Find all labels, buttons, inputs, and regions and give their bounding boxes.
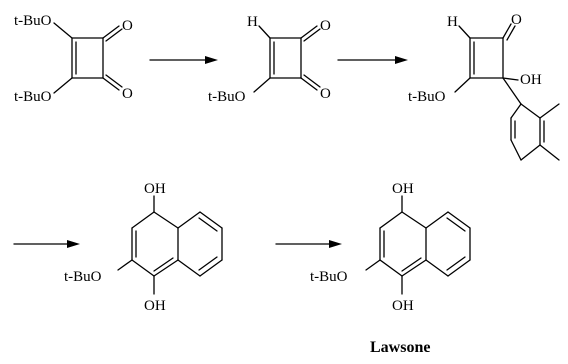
compound-squarate: t-BuO t-BuO O O: [14, 13, 133, 105]
naphthalenediol-oh-bottom-label: OH: [144, 298, 166, 314]
compound-lawsone: OH OH t-BuO Lawsone: [310, 181, 471, 356]
dione-oxo-top-label: O: [320, 18, 331, 34]
lawsone-caption: Lawsone: [370, 339, 430, 356]
cyclobutenone-hydrogen-label: H: [447, 14, 458, 30]
dione-tbuo-label: t-BuO: [208, 89, 246, 105]
compound-squarate-bonds: [53, 22, 123, 94]
reaction-arrow-2: [337, 56, 408, 64]
dione-hydrogen-label: H: [247, 14, 258, 30]
naphthalenediol-oh-top-label: OH: [144, 181, 166, 197]
compound-lawsone-bonds: [365, 195, 471, 295]
compound-hydroxy-phenyl-cyclobutenone-bonds: [454, 23, 560, 161]
compound-cyclobutenedione-bonds: [253, 25, 321, 93]
compound-naphthalenediol: OH OH t-BuO: [64, 181, 223, 314]
cyclobutenone-tbuo-label: t-BuO: [408, 89, 446, 105]
lawsone-oh-bottom-label: OH: [392, 298, 414, 314]
squarate-tbuo-bottom-label: t-BuO: [14, 89, 52, 105]
lawsone-tbuo-label: t-BuO: [310, 269, 348, 285]
squarate-tbuo-top-label: t-BuO: [14, 13, 52, 29]
cyclobutenone-hydroxyl-label: OH: [520, 72, 542, 88]
compound-cyclobutenedione: H O O t-BuO: [208, 14, 331, 105]
squarate-oxo-bottom-label: O: [122, 86, 133, 102]
squarate-oxo-top-label: O: [122, 18, 133, 34]
reaction-arrow-3: [13, 240, 80, 248]
reaction-arrow-4: [275, 240, 342, 248]
naphthalenediol-tbuo-label: t-BuO: [64, 269, 102, 285]
reaction-arrow-1: [149, 56, 218, 64]
cyclobutenone-oxo-label: O: [511, 12, 522, 28]
dione-oxo-bottom-label: O: [320, 86, 331, 102]
lawsone-oh-top-label: OH: [392, 181, 414, 197]
compound-naphthalenediol-bonds: [117, 195, 223, 295]
compound-hydroxy-phenyl-cyclobutenone: H O OH t-BuO: [408, 12, 560, 161]
